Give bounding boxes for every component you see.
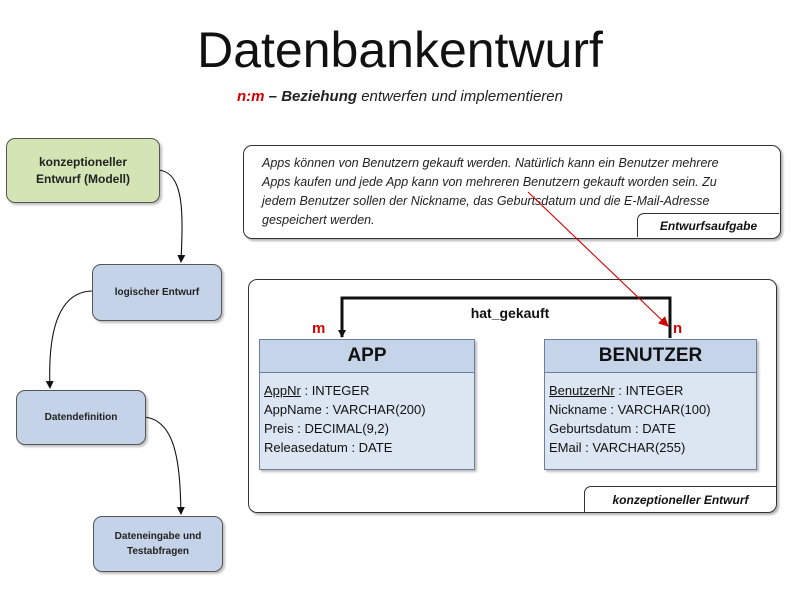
relationship-label: hat_gekauft <box>470 305 550 321</box>
primary-key: AppNr <box>264 383 301 398</box>
cardinality-n: n <box>673 320 683 337</box>
attribute-type: : INTEGER <box>614 383 684 398</box>
entity-attribute: AppName : VARCHAR(200) <box>264 402 426 417</box>
task-text: Apps können von Benutzern gekauft werden… <box>262 154 782 230</box>
cardinality-m: m <box>312 320 326 337</box>
entity-attribute: Geburtsdatum : DATE <box>549 421 676 436</box>
flow-step-line: konzeptioneller <box>38 154 127 169</box>
flow-step-line: Entwurf (Modell) <box>36 171 130 186</box>
task-line: gespeichert werden. <box>262 213 375 227</box>
subtitle-beziehung: Beziehung <box>281 88 358 105</box>
task-line: jedem Benutzer sollen der Nickname, das … <box>262 194 710 208</box>
flow-step-line: Datendefinition <box>44 412 118 423</box>
entity-attribute: AppNr : INTEGER <box>264 381 474 400</box>
task-line: Apps können von Benutzern gekauft werden… <box>262 156 719 170</box>
task-line: Apps kaufen und jede App kann von mehrer… <box>262 175 717 189</box>
annotation-arrow <box>527 191 669 327</box>
subtitle: n:m – Beziehung entwerfen und implementi… <box>0 88 800 105</box>
relationship-line <box>338 296 672 338</box>
attribute-type: : INTEGER <box>300 383 370 398</box>
subtitle-nm: n:m <box>237 88 265 105</box>
entity-benutzer: BENUTZER BenutzerNr : INTEGER Nickname :… <box>544 339 757 470</box>
entity-attribute: Preis : DECIMAL(9,2) <box>264 421 389 436</box>
flow-step-line: Testabfragen <box>126 546 190 557</box>
flow-step-line: Dateneingabe und <box>114 531 202 542</box>
primary-key: BenutzerNr <box>549 383 615 398</box>
flow-arrow-1 <box>157 169 186 263</box>
task-tag: Entwurfsaufgabe <box>637 213 779 237</box>
subtitle-dash: – <box>264 88 282 105</box>
subtitle-rest: entwerfen und implementieren <box>357 88 563 105</box>
flow-arrow-3 <box>143 416 185 515</box>
entity-app: APP AppNr : INTEGER AppName : VARCHAR(20… <box>259 339 475 470</box>
flow-step-datendefinition: Datendefinition <box>16 390 146 445</box>
entity-name: BENUTZER <box>545 340 756 373</box>
entity-attribute: Nickname : VARCHAR(100) <box>549 402 711 417</box>
flow-arrow-2 <box>45 290 93 389</box>
er-diagram-tag: konzeptioneller Entwurf <box>584 486 776 512</box>
page-title: Datenbankentwurf <box>197 22 603 78</box>
flow-step-line: logischer Entwurf <box>114 287 200 298</box>
entity-attribute: BenutzerNr : INTEGER <box>549 381 756 400</box>
entity-attribute: Releasedatum : DATE <box>264 440 393 455</box>
task-box <box>243 145 781 239</box>
entity-attribute: EMail : VARCHAR(255) <box>549 440 686 455</box>
flow-step-logischer-entwurf: logischer Entwurf <box>92 264 222 321</box>
entity-name: APP <box>260 340 474 373</box>
